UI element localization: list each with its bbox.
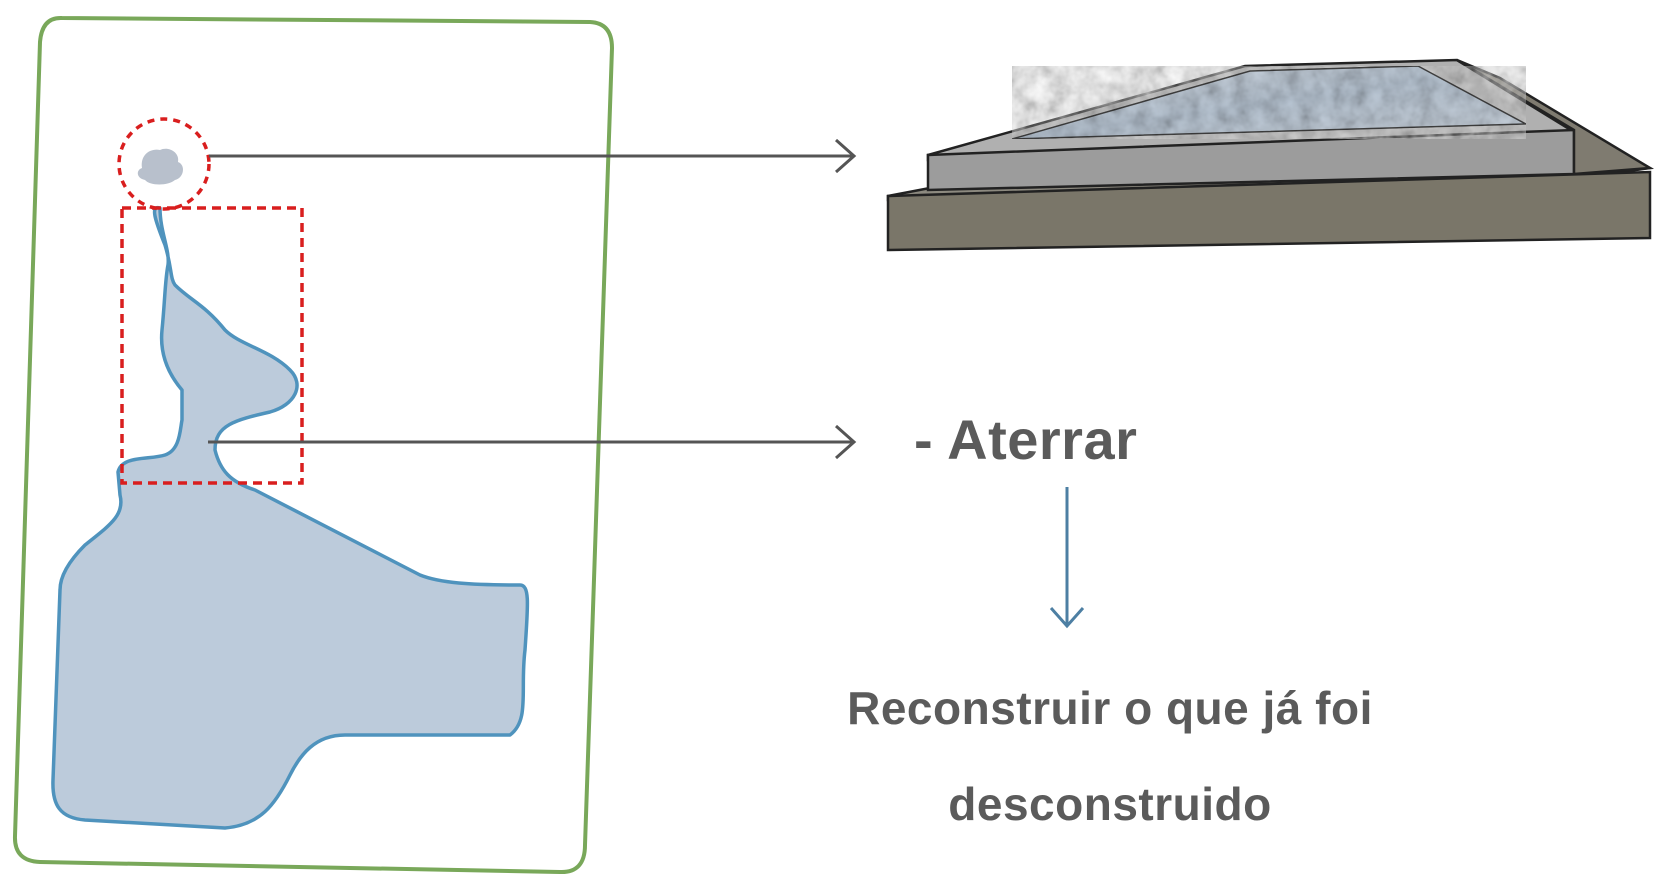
blob-icon: [137, 148, 184, 185]
reservoir-base-front: [886, 170, 1652, 252]
channel-highlight-rect: [120, 206, 304, 485]
lake-area: [51, 205, 530, 830]
connector-arrow-aterrar: [208, 424, 857, 460]
label-aterrar: - Aterrar: [914, 408, 1138, 471]
label-reconstruir-line1: Reconstruir o que já foi: [847, 682, 1373, 734]
reservoir-water: [1011, 65, 1529, 140]
pond-highlight-circle: [117, 117, 211, 211]
reservoir-icon: [886, 58, 1654, 252]
site-boundary: [12, 15, 615, 875]
label-reconstruir: Reconstruir o que já foi desconstruido: [800, 660, 1420, 852]
label-reconstruir-line2: desconstruido: [948, 778, 1272, 830]
reservoir-rim-side: [1456, 58, 1654, 176]
connector-arrow-reservoir: [209, 138, 857, 174]
down-arrow: [1049, 487, 1085, 629]
